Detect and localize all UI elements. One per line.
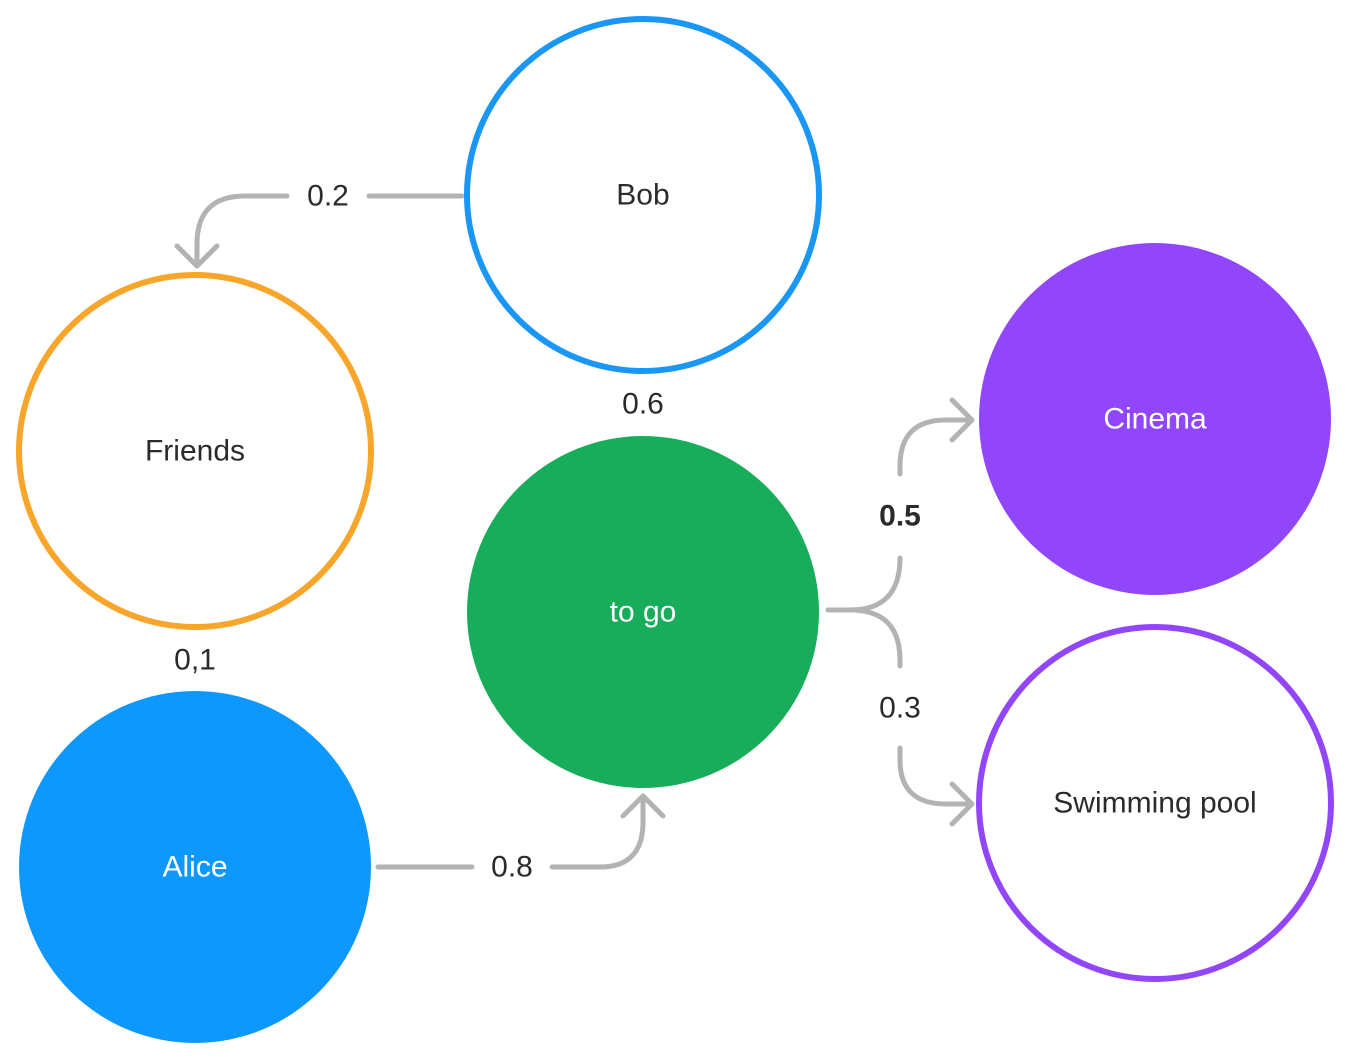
node-swimming-pool[interactable]: Swimming pool xyxy=(976,624,1334,982)
node-alice-circle xyxy=(19,691,371,1043)
arrowhead-icon xyxy=(949,781,975,827)
edge-alice-to-go xyxy=(375,793,666,870)
edge-line-alice-to-go-curve xyxy=(549,795,646,870)
node-friends-circle xyxy=(16,272,374,630)
edge-weight-bob-friends: 0.2 xyxy=(307,180,349,213)
node-bob-circle xyxy=(464,16,822,374)
edge-line-to-go-split xyxy=(825,555,903,613)
node-swimming-pool-circle xyxy=(976,624,1334,982)
node-to-go-circle xyxy=(467,436,819,788)
edge-line-to-go-swimming-pool xyxy=(897,745,973,807)
edge-to-go-branch xyxy=(825,397,975,827)
edge-bob-friends xyxy=(174,193,465,269)
edge-weight-bob-to-go: 0.6 xyxy=(622,388,664,421)
node-swimming-pool-label: Swimming pool xyxy=(1053,787,1256,820)
node-cinema-circle xyxy=(979,243,1331,595)
arrowhead-icon xyxy=(620,793,666,819)
node-cinema-label: Cinema xyxy=(1103,403,1207,436)
node-cinema[interactable]: Cinema xyxy=(979,243,1331,595)
edge-line-to-go-split-lower xyxy=(847,607,903,669)
node-to-go[interactable]: to go xyxy=(467,436,819,788)
edge-weight-friends-alice: 0,1 xyxy=(174,644,216,677)
edge-weight-alice-to-go: 0.8 xyxy=(491,851,533,884)
node-bob[interactable]: Bob xyxy=(464,16,822,374)
edge-line-to-go-cinema xyxy=(897,417,973,477)
node-bob-label: Bob xyxy=(616,179,669,212)
arrowhead-icon xyxy=(949,397,975,443)
node-to-go-label: to go xyxy=(610,596,677,629)
node-friends[interactable]: Friends xyxy=(16,272,374,630)
edge-weight-to-go-cinema: 0.5 xyxy=(879,500,921,533)
edge-line-bob-friends-curve xyxy=(194,193,290,269)
node-alice-label: Alice xyxy=(162,851,227,884)
edge-weight-to-go-swimming-pool: 0.3 xyxy=(879,692,921,725)
node-friends-label: Friends xyxy=(145,435,245,468)
node-alice[interactable]: Alice xyxy=(19,691,371,1043)
arrowhead-icon xyxy=(174,243,220,269)
